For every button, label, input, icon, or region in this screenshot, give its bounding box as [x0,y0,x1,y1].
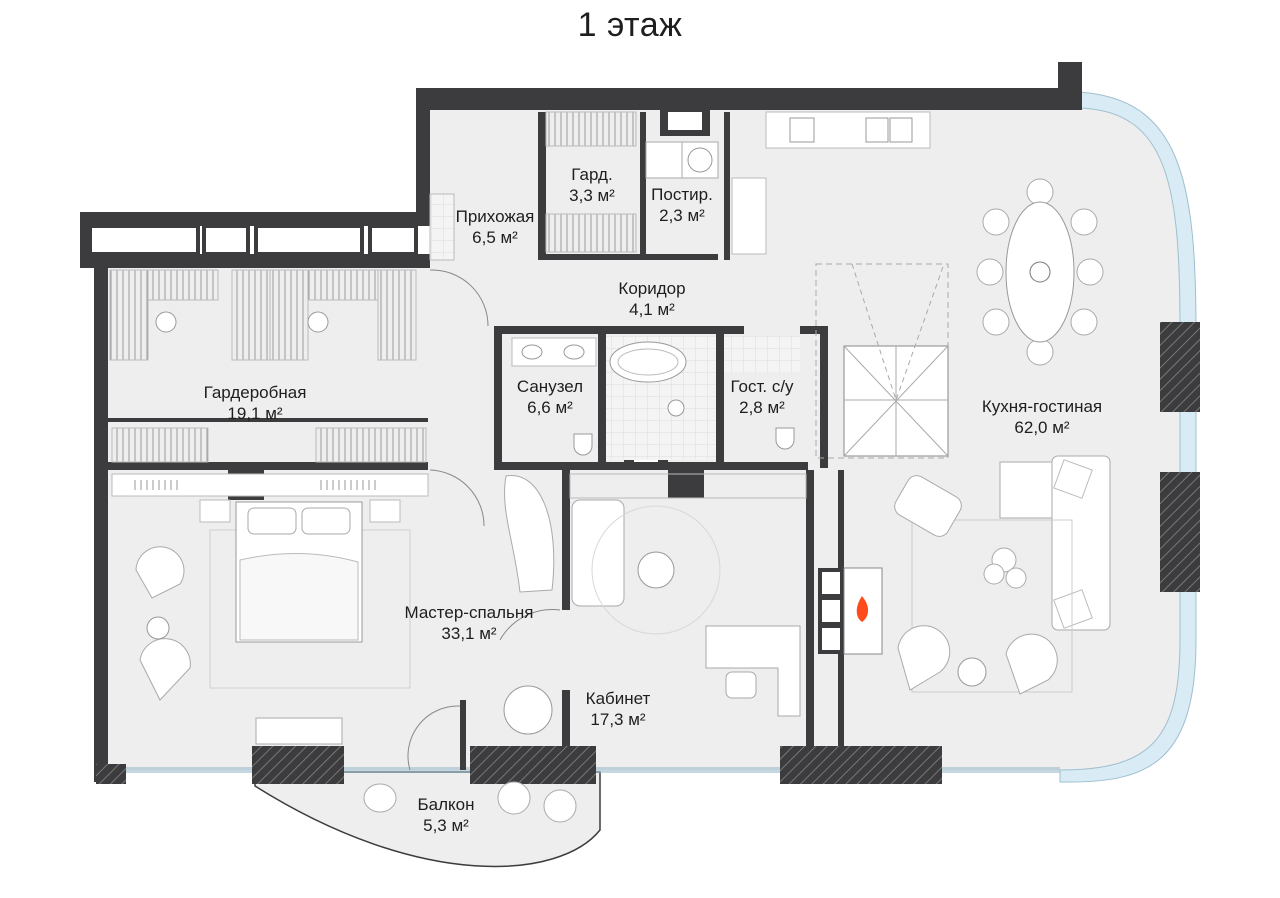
entry-furniture [429,111,719,261]
room-area: 5,3 м² [423,816,469,835]
room-area: 6,6 м² [527,398,573,417]
room-area: 2,8 м² [739,398,785,417]
balcony-furniture [363,781,577,823]
room-name: Санузел [516,377,584,396]
room-area: 62,0 м² [1014,418,1070,437]
room-area: 4,1 м² [629,300,675,319]
fireplace [818,567,883,655]
room-label-laundry: Постир. 2,3 м² [651,184,713,226]
north-windows [88,224,418,256]
room-name: Коридор [618,279,686,298]
kitchen-counters [731,111,931,255]
room-name: Кабинет [585,689,651,708]
room-label-bath: Санузел 6,6 м² [517,376,583,418]
floor-title: 1 этаж [577,6,683,44]
bedroom-furniture [111,269,561,771]
room-name: Балкон [417,795,475,814]
facade-piers [96,322,1200,784]
room-label-office: Кабинет 17,3 м² [586,688,651,730]
room-area: 2,3 м² [659,206,705,225]
room-label-closet: Гард. 3,3 м² [569,164,615,206]
staircase [815,263,949,459]
room-name: Постир. [651,185,713,204]
dining-table [976,178,1104,366]
wardrobes [109,269,427,463]
room-name: Гост. с/у [730,377,794,396]
curved-window [1059,91,1197,783]
office-furniture [503,473,807,735]
room-label-balcony: Балкон 5,3 м² [417,794,474,836]
room-name: Прихожая [455,207,535,226]
room-area: 17,3 м² [590,710,646,729]
room-name: Кухня-гостиная [981,397,1103,416]
sofa [894,455,1111,695]
room-name: Мастер-спальня [404,603,534,622]
room-name: Гардеробная [203,383,307,402]
room-label-master: Мастер-спальня 33,1 м² [404,602,533,644]
room-area: 33,1 м² [441,624,497,643]
room-label-dressing: Гардеробная 19,1 м² [204,382,307,424]
room-area: 6,5 м² [472,228,518,247]
room-label-corridor: Коридор 4,1 м² [618,278,685,320]
room-area: 3,3 м² [569,186,615,205]
room-label-wc: Гост. с/у 2,8 м² [730,376,793,418]
bathroom-fixtures [511,336,800,460]
fire-icon [856,596,869,622]
room-name: Гард. [571,165,613,184]
room-label-entry: Прихожая 6,5 м² [456,206,535,248]
room-label-living: Кухня-гостиная 62,0 м² [982,396,1102,438]
room-area: 19,1 м² [227,404,283,423]
